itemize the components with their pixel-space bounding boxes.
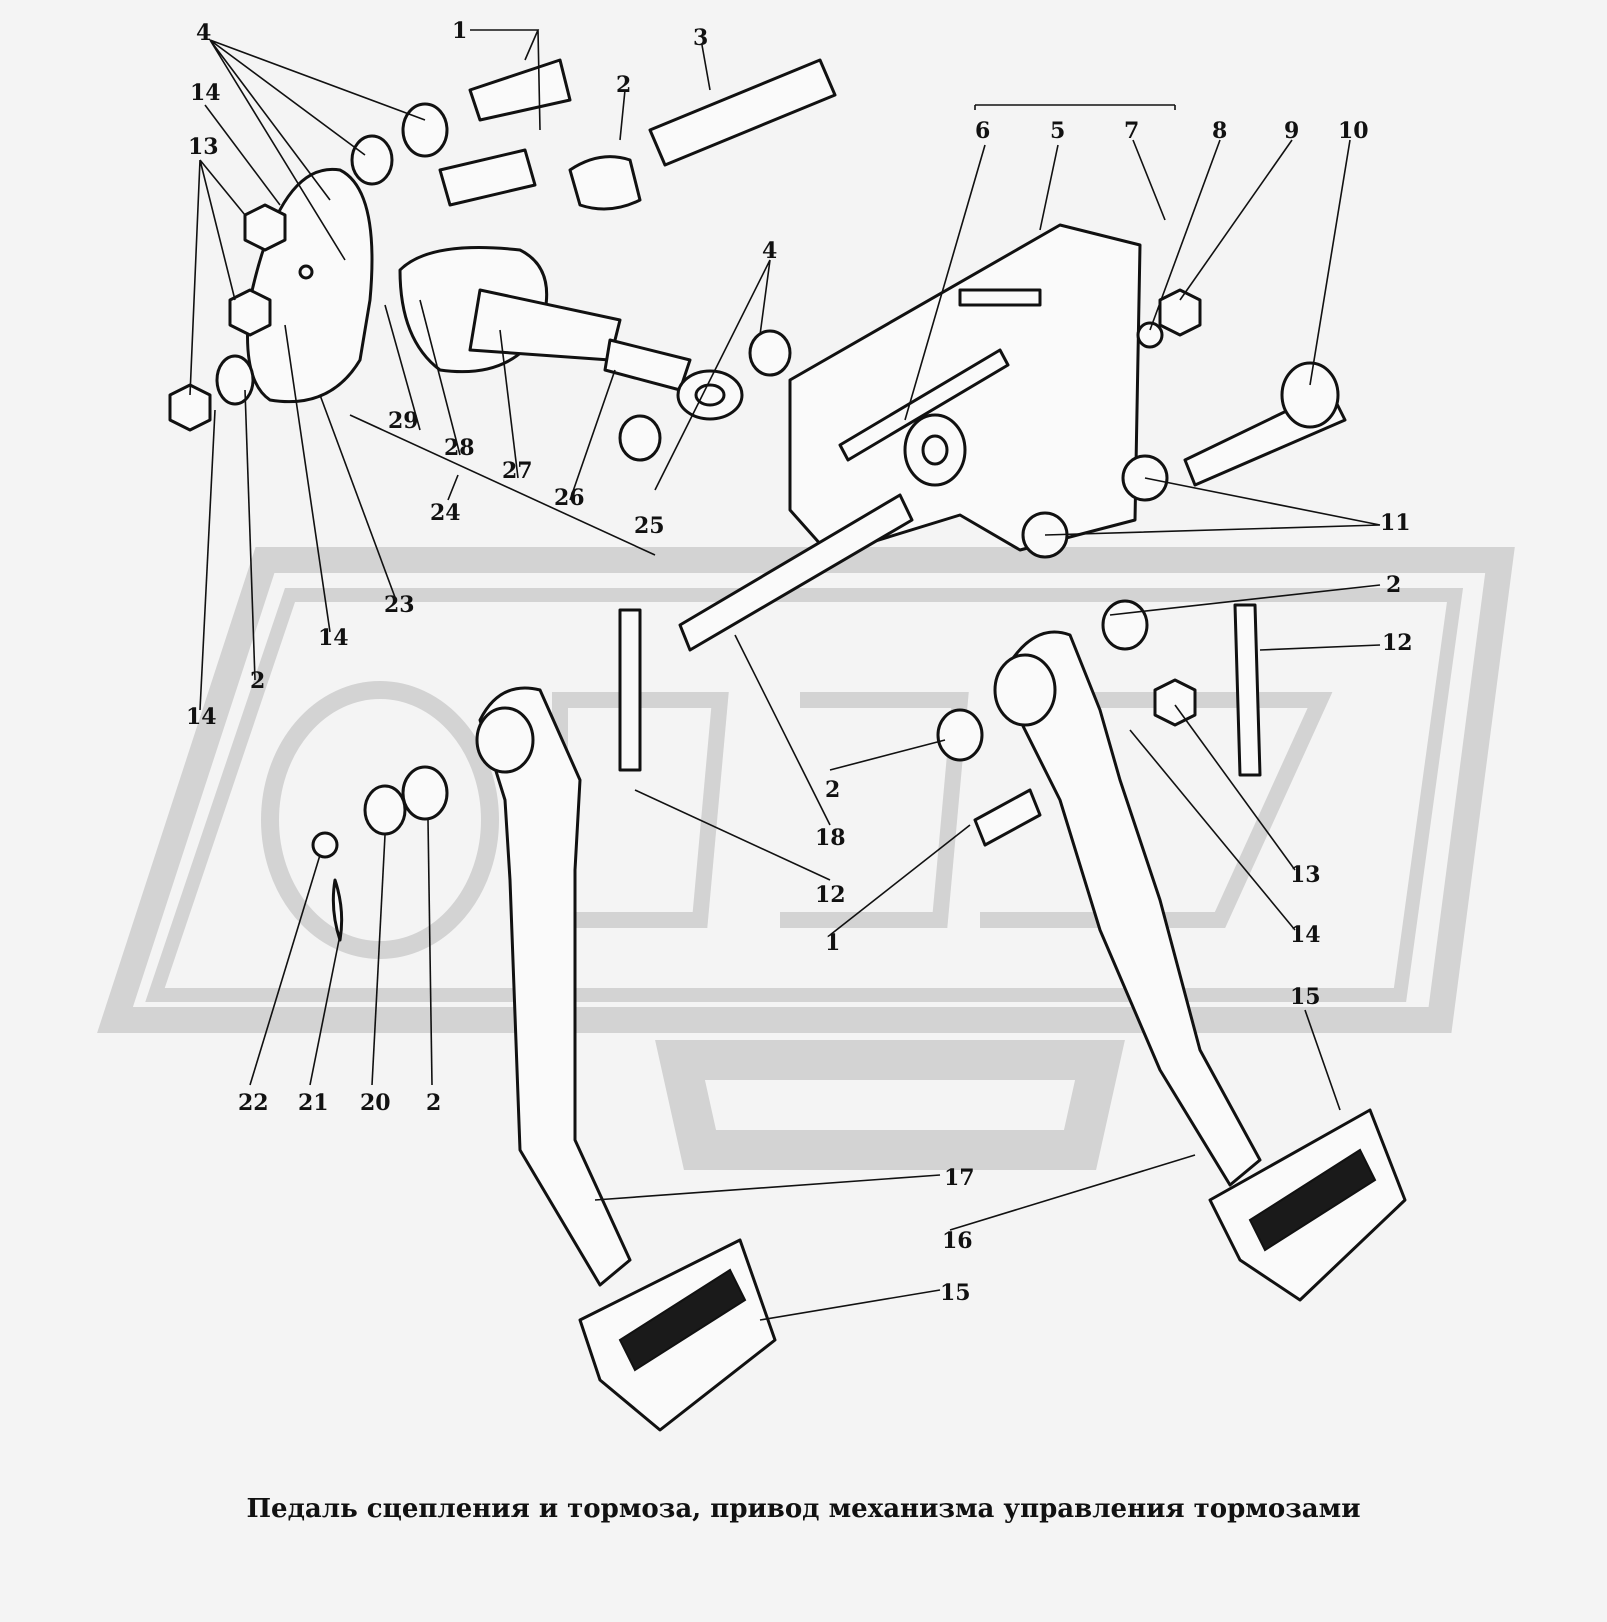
callout-17: 17 [944,1165,975,1191]
callout-16: 16 [942,1228,973,1254]
callout-7: 7 [1124,118,1139,144]
callout-11: 11 [1380,510,1411,536]
callout-25: 25 [634,513,665,539]
callout-24: 24 [430,500,461,526]
callout-14d: 14 [1290,922,1321,948]
callout-18: 18 [815,825,846,851]
callout-2: 2 [616,72,631,98]
callout-26: 26 [554,485,585,511]
callout-labels: 1 2 3 4 14 13 6 5 7 8 9 10 4 11 29 28 27… [186,18,1413,1306]
callout-21: 21 [298,1090,329,1116]
callout-14: 14 [190,80,221,106]
callout-2c: 2 [1386,572,1401,598]
callout-12b: 12 [815,882,846,908]
callout-1: 1 [452,18,467,44]
callout-8: 8 [1212,118,1227,144]
callout-4: 4 [196,20,211,46]
callout-15b: 15 [940,1280,971,1306]
callout-12: 12 [1382,630,1413,656]
callout-4b: 4 [762,238,777,264]
callout-28: 28 [444,435,475,461]
callout-6: 6 [975,118,990,144]
callout-5: 5 [1050,118,1065,144]
callout-2d: 2 [825,777,840,803]
callout-15: 15 [1290,984,1321,1010]
pedal-bracket [678,223,1347,652]
callout-2e: 2 [426,1090,441,1116]
callout-29: 29 [388,408,419,434]
callout-27: 27 [502,458,533,484]
callout-20: 20 [360,1090,391,1116]
small-parts [311,765,1042,942]
callout-23: 23 [384,592,415,618]
leader-lines [189,29,1381,1321]
callout-10: 10 [1338,118,1369,144]
callout-14b: 14 [318,625,349,651]
brake-pedal [936,599,1407,1302]
callout-2b: 2 [250,668,265,694]
callout-9: 9 [1284,118,1299,144]
clutch-pedal [475,686,777,1432]
callout-13b: 13 [1290,862,1321,888]
return-springs [618,603,1262,777]
clutch-master-assembly [168,58,837,462]
callout-14c: 14 [186,704,217,730]
callout-22: 22 [238,1090,269,1116]
callout-13: 13 [188,134,219,160]
figure-caption: Педаль сцепления и тормоза, привод механ… [246,1494,1361,1524]
callout-1b: 1 [825,930,840,956]
callout-3: 3 [693,25,708,51]
